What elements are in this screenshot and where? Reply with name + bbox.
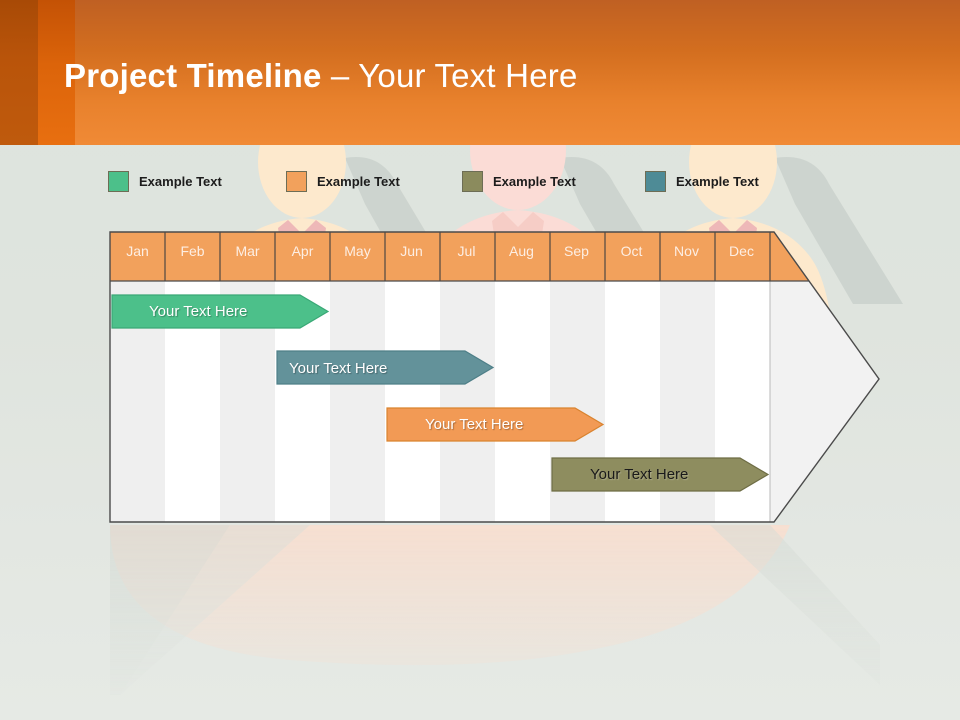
month-header-jan[interactable]: Jan	[126, 243, 149, 259]
month-header-sep[interactable]: Sep	[564, 243, 589, 259]
month-header-dec[interactable]: Dec	[729, 243, 754, 259]
legend-item-3: Example Text	[462, 168, 576, 194]
month-header-mar[interactable]: Mar	[235, 243, 260, 259]
legend: Example Text Example Text Example Text Exam…	[0, 168, 960, 196]
timeline-chart	[109, 231, 884, 523]
legend-label-1: Example Text	[139, 173, 222, 189]
month-header-may[interactable]: May	[344, 243, 371, 259]
page-title-rest: – Your Text Here	[321, 57, 578, 94]
legend-swatch-icon-1	[108, 170, 129, 192]
month-header-jul[interactable]: Jul	[457, 243, 476, 259]
header-stripe-dark	[0, 0, 38, 145]
month-column-jul	[440, 281, 495, 522]
legend-item-1: Example Text	[108, 168, 222, 194]
task-bar-label-2: Your Text Here	[289, 360, 388, 377]
month-header-aug[interactable]: Aug	[509, 243, 534, 259]
task-bars-layer	[111, 294, 770, 492]
reflection-graphic	[110, 525, 880, 695]
month-header-oct[interactable]: Oct	[620, 243, 643, 259]
header-stripe-main	[75, 0, 960, 145]
legend-swatch-icon-3	[462, 170, 483, 192]
slide-header	[0, 0, 960, 145]
header-stripe-mid	[38, 0, 75, 145]
month-header-feb[interactable]: Feb	[180, 243, 205, 259]
month-header-apr[interactable]: Apr	[291, 243, 314, 259]
month-column-aug	[495, 281, 550, 522]
task-bar-label-4: Your Text Here	[590, 466, 689, 483]
task-bar-3[interactable]	[386, 407, 605, 442]
legend-label-2: Example Text	[317, 173, 400, 189]
legend-item-4: Example Text	[645, 168, 759, 194]
page-title: Project Timeline – Your Text Here	[64, 57, 578, 95]
month-column-may	[330, 281, 385, 522]
legend-swatch-icon-4	[645, 170, 666, 192]
month-header-jun[interactable]: Jun	[400, 243, 423, 259]
legend-label-4: Example Text	[676, 173, 759, 189]
task-bar-2[interactable]	[276, 350, 495, 385]
legend-swatch-icon-2	[286, 170, 307, 192]
month-column-jun	[385, 281, 440, 522]
task-bar-1[interactable]	[111, 294, 330, 329]
legend-label-3: Example Text	[493, 173, 576, 189]
legend-item-2: Example Text	[286, 168, 400, 194]
page-title-bold: Project Timeline	[64, 57, 322, 94]
task-bar-label-1: Your Text Here	[149, 303, 248, 320]
task-bar-4[interactable]	[551, 457, 770, 492]
month-header-nov[interactable]: Nov	[674, 243, 699, 259]
task-bar-label-3: Your Text Here	[425, 416, 524, 433]
